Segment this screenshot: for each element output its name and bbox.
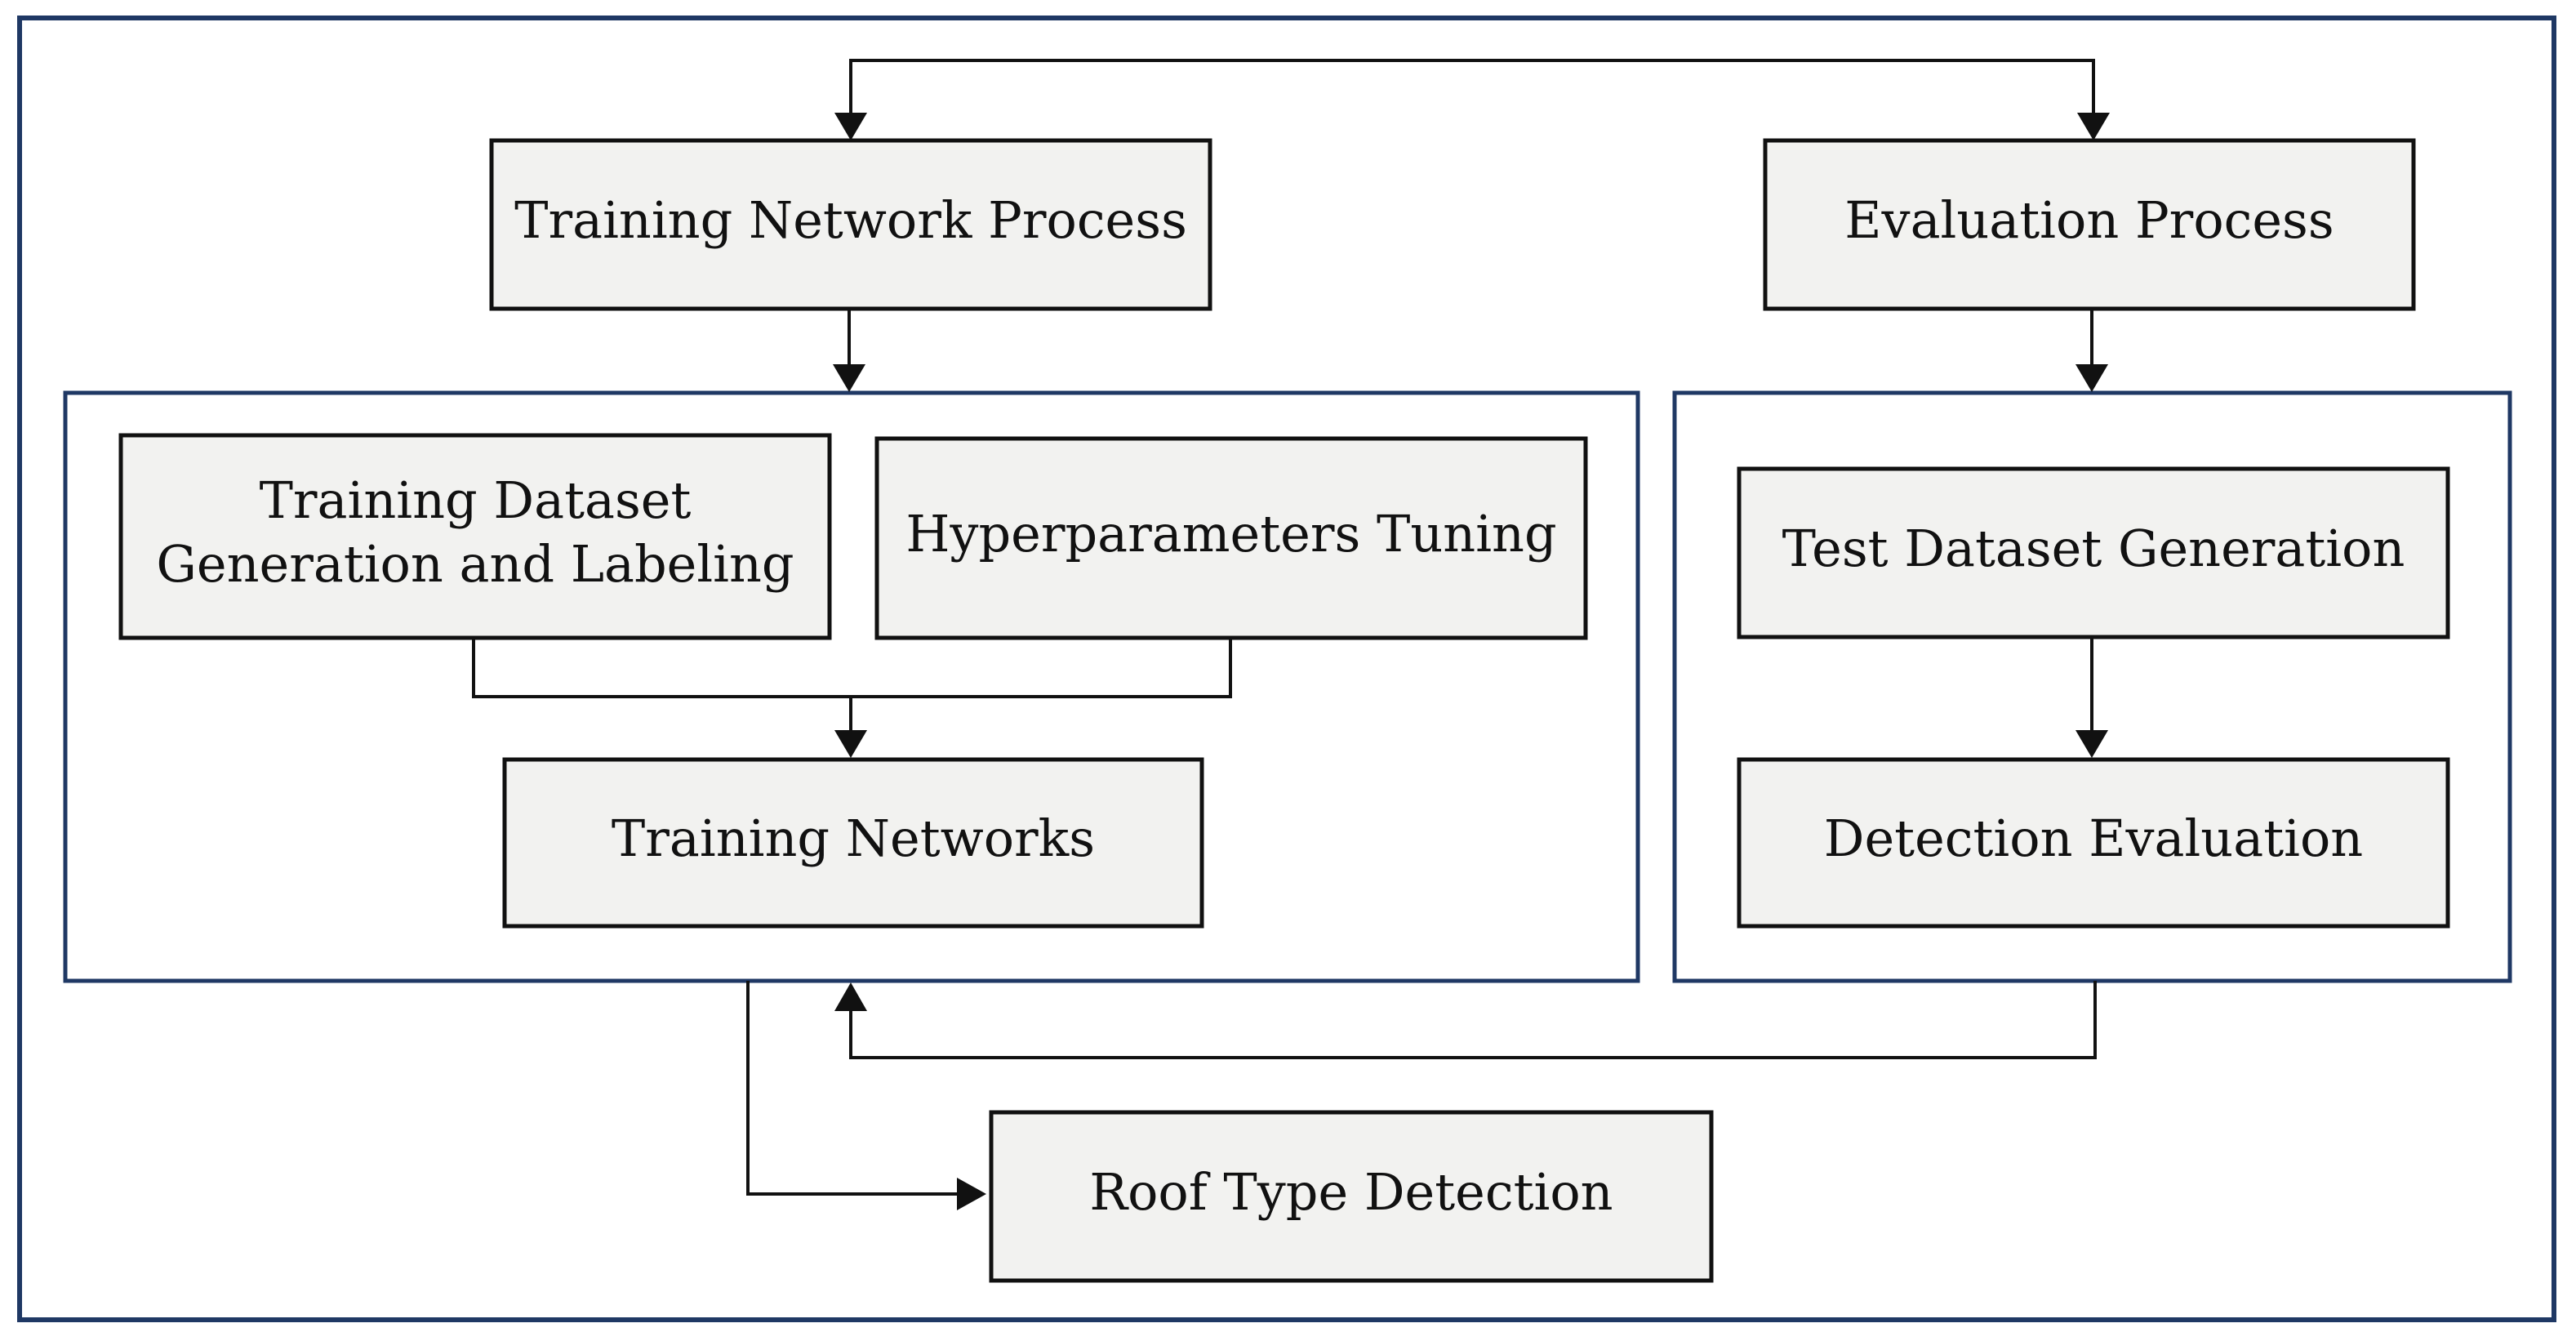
roof-type-detection-label: Roof Type Detection [1089, 1162, 1613, 1222]
arrow-into-training-group-bottom [834, 982, 867, 1011]
top-loop-connector [849, 59, 2095, 113]
training-networks-label: Training Networks [612, 809, 1095, 868]
training-dataset-box: Training Dataset Generation and Labeling [118, 433, 832, 640]
detection-evaluation-box: Detection Evaluation [1737, 757, 2450, 929]
evaluation-process-label: Evaluation Process [1844, 190, 2334, 250]
training-dataset-label-line2: Generation and Labeling [156, 534, 794, 594]
arrow-into-training-group [833, 364, 865, 392]
feedback-connector [849, 981, 2097, 1059]
training-network-process-box: Training Network Process [489, 138, 1212, 311]
connectors [472, 59, 2110, 1210]
arrow-into-roof-type-detection [957, 1178, 986, 1210]
roof-type-detection-box: Roof Type Detection [989, 1110, 1714, 1283]
test-dataset-generation-label: Test Dataset Generation [1782, 519, 2405, 578]
test-dataset-generation-box: Test Dataset Generation [1737, 466, 2450, 639]
arrow-into-detection-evaluation [2075, 730, 2108, 758]
output-connector [746, 981, 957, 1196]
hyperparameters-tuning-box: Hyperparameters Tuning [874, 436, 1588, 640]
hyperparameters-tuning-label: Hyperparameters Tuning [905, 504, 1556, 564]
detection-evaluation-label: Detection Evaluation [1824, 809, 2363, 868]
arrow-into-evaluation-group [2075, 364, 2108, 392]
arrow-into-evaluation-process [2077, 113, 2110, 140]
training-dataset-label-line1: Training Dataset [260, 470, 692, 530]
evaluation-process-box: Evaluation Process [1763, 138, 2416, 311]
training-networks-box: Training Networks [502, 757, 1204, 929]
arrow-into-training-networks [834, 730, 867, 758]
evaluation-group-frame [1672, 390, 2512, 983]
training-group-frame [63, 390, 1640, 983]
arrow-into-training-network-process [834, 113, 867, 140]
training-network-process-label: Training Network Process [514, 190, 1187, 250]
